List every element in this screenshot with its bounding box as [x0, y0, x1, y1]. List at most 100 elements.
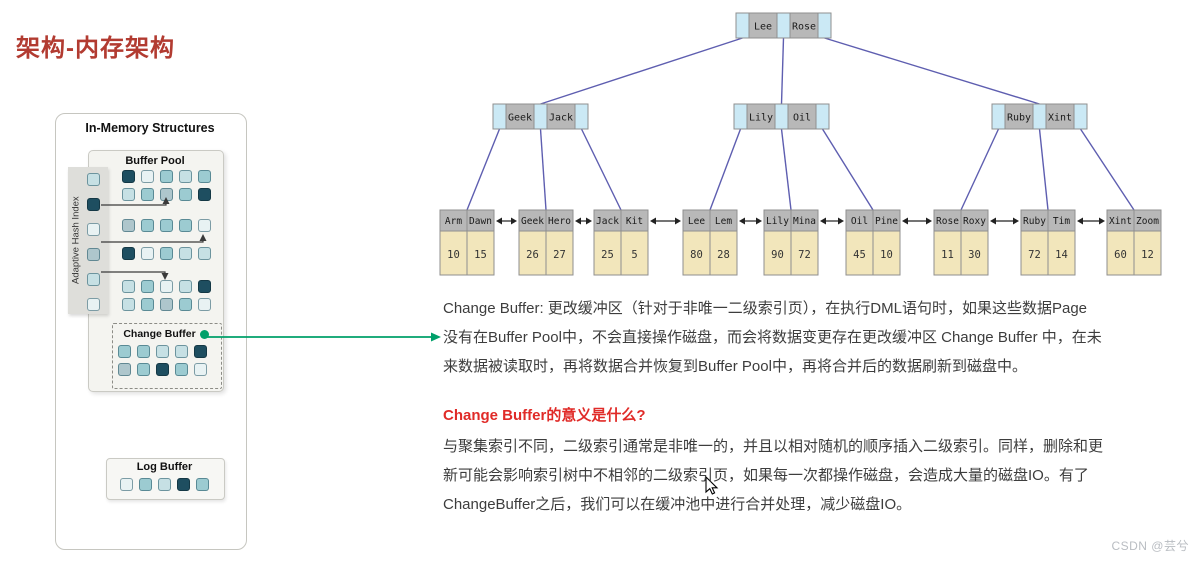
- leaf-link-arrow: [990, 217, 1019, 225]
- svg-text:12: 12: [1141, 249, 1154, 261]
- buffer-page-square: [122, 247, 135, 260]
- tree-leaf-node: Arm Dawn 10 15: [439, 209, 495, 276]
- svg-text:14: 14: [1055, 249, 1068, 261]
- page-title: 架构-内存架构: [16, 35, 175, 62]
- svg-text:25: 25: [601, 249, 614, 261]
- text-line: 来数据被读取时，再将数据合并恢复到Buffer Pool中，再将合并后的数据刷新…: [443, 358, 1027, 375]
- buffer-page-square: [179, 247, 192, 260]
- buffer-page-square: [198, 280, 211, 293]
- buffer-page-square: [194, 363, 207, 376]
- buffer-page-square: [175, 345, 188, 358]
- watermark: CSDN @芸兮: [1111, 539, 1189, 553]
- buffer-page-square: [139, 478, 152, 491]
- tree-leaf-node: Ruby Tim 72 14: [1020, 209, 1076, 276]
- buffer-page-square: [120, 478, 133, 491]
- log-buffer-pages: [120, 478, 209, 491]
- buffer-page-square: [122, 188, 135, 201]
- svg-text:Jack: Jack: [549, 113, 573, 124]
- svg-text:Rose: Rose: [792, 22, 816, 33]
- svg-text:Arm: Arm: [445, 216, 462, 227]
- leaf-link-arrow: [650, 217, 681, 225]
- svg-text:5: 5: [631, 249, 637, 261]
- svg-text:Ruby: Ruby: [1007, 113, 1031, 124]
- buffer-page-square: [87, 298, 100, 311]
- buffer-page-square: [179, 188, 192, 201]
- page-row: [122, 280, 211, 293]
- buffer-page-square: [198, 219, 211, 232]
- svg-text:72: 72: [1028, 249, 1041, 261]
- svg-text:Oil: Oil: [793, 113, 811, 124]
- svg-text:Ruby: Ruby: [1023, 216, 1046, 227]
- page-row: [87, 273, 100, 286]
- svg-text:Xint: Xint: [1048, 113, 1072, 124]
- buffer-page-square: [141, 219, 154, 232]
- svg-text:90: 90: [771, 249, 784, 261]
- buffer-page-square: [122, 170, 135, 183]
- buffer-page-square: [160, 188, 173, 201]
- svg-text:26: 26: [526, 249, 539, 261]
- svg-text:60: 60: [1114, 249, 1127, 261]
- buffer-page-square: [175, 363, 188, 376]
- svg-text:Kit: Kit: [626, 216, 643, 227]
- svg-text:45: 45: [853, 249, 866, 261]
- svg-text:15: 15: [474, 249, 487, 261]
- green-dot-icon: [199, 329, 209, 339]
- svg-text:Rose: Rose: [936, 216, 959, 227]
- buffer-page-square: [179, 219, 192, 232]
- adaptive-hash-index-label: Adaptive Hash Index: [70, 196, 82, 285]
- leaf-link-arrow: [739, 217, 762, 225]
- buffer-pool-label: Buffer Pool: [125, 155, 185, 167]
- tree-internal-node-left: Geek Jack: [492, 103, 589, 130]
- leaf-link-arrow: [575, 217, 592, 225]
- page-row: [87, 198, 100, 211]
- buffer-page-square: [87, 248, 100, 261]
- svg-text:Mina: Mina: [793, 216, 816, 227]
- buffer-page-square: [198, 188, 211, 201]
- svg-text:Lem: Lem: [715, 216, 732, 227]
- buffer-page-square: [179, 280, 192, 293]
- buffer-page-square: [179, 298, 192, 311]
- svg-text:Roxy: Roxy: [963, 216, 986, 227]
- buffer-page-square: [156, 345, 169, 358]
- question-heading: Change Buffer的意义是什么?: [443, 407, 646, 424]
- svg-text:28: 28: [717, 249, 730, 261]
- svg-text:11: 11: [941, 249, 954, 261]
- svg-text:Zoom: Zoom: [1136, 216, 1159, 227]
- text-line: 新可能会影响索引树中不相邻的二级索引页，如果每一次都操作磁盘，会造成大量的磁盘I…: [443, 467, 1089, 484]
- buffer-page-square: [177, 478, 190, 491]
- svg-text:Xint: Xint: [1109, 216, 1132, 227]
- svg-text:80: 80: [690, 249, 703, 261]
- buffer-page-square: [141, 247, 154, 260]
- buffer-page-square: [160, 219, 173, 232]
- svg-text:Pine: Pine: [875, 216, 898, 227]
- page-row: [118, 345, 207, 358]
- svg-text:Tim: Tim: [1053, 216, 1070, 227]
- svg-text:10: 10: [447, 249, 460, 261]
- buffer-page-square: [198, 298, 211, 311]
- svg-text:10: 10: [880, 249, 893, 261]
- change-buffer-label-row: Change Buffer: [112, 328, 220, 340]
- buffer-page-square: [156, 363, 169, 376]
- buffer-page-square: [137, 363, 150, 376]
- buffer-page-square: [141, 170, 154, 183]
- svg-text:Dawn: Dawn: [469, 216, 492, 227]
- page-row: [87, 173, 100, 186]
- page-row: [122, 170, 211, 183]
- buffer-page-square: [122, 219, 135, 232]
- leaf-link-arrow: [902, 217, 932, 225]
- svg-text:Geek: Geek: [508, 113, 532, 124]
- buffer-page-square: [122, 280, 135, 293]
- log-buffer-label: Log Buffer: [136, 461, 193, 473]
- buffer-page-square: [87, 198, 100, 211]
- page-row: [122, 219, 211, 232]
- buffer-page-square: [87, 223, 100, 236]
- buffer-page-square: [118, 345, 131, 358]
- buffer-page-square: [196, 478, 209, 491]
- buffer-page-square: [160, 247, 173, 260]
- tree-internal-node-right: Ruby Xint: [991, 103, 1088, 130]
